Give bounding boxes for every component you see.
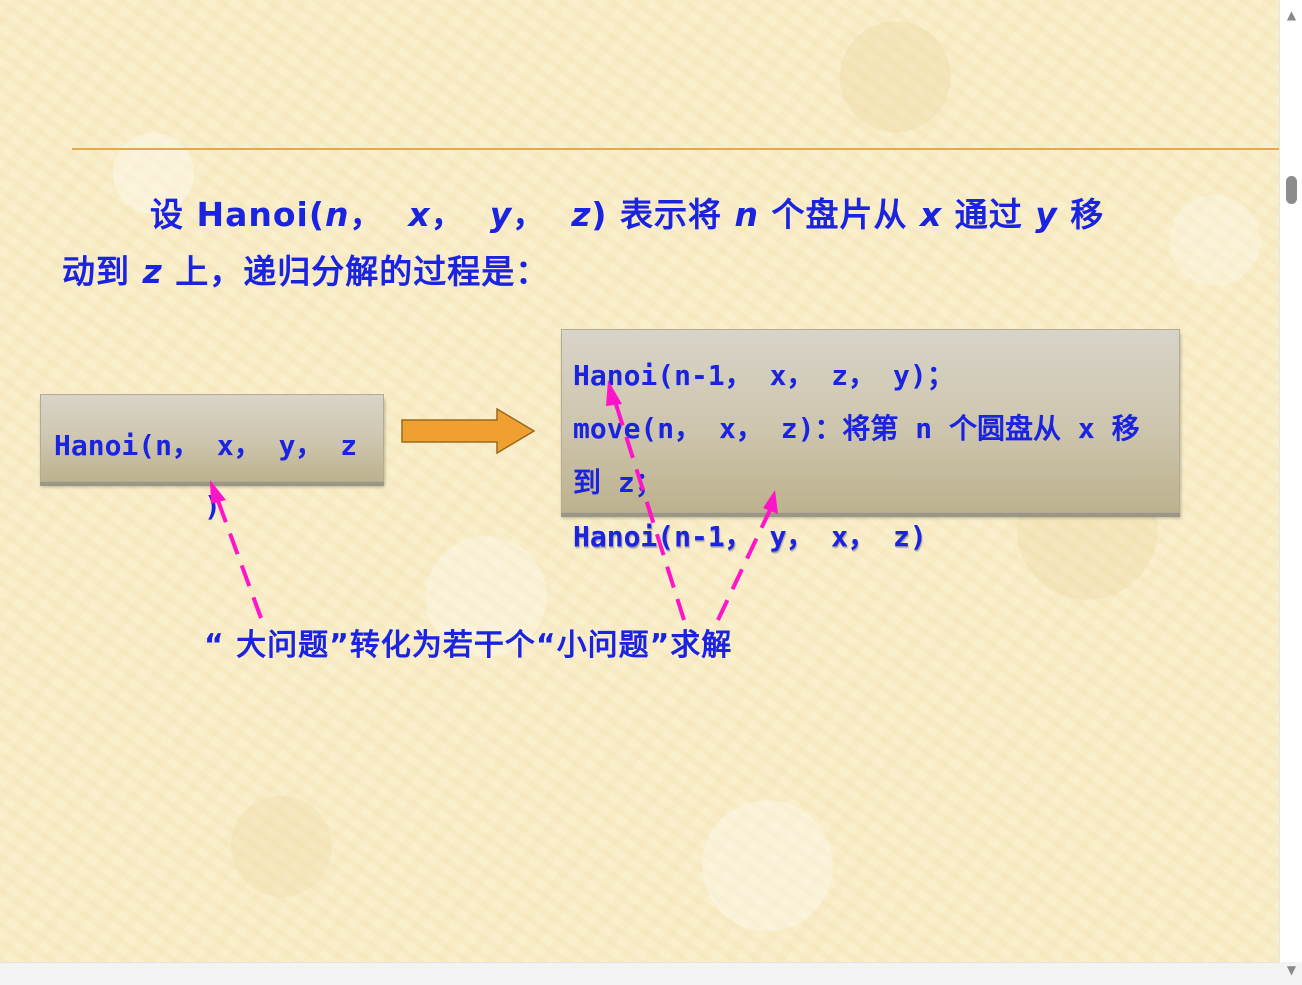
transform-arrow-icon	[401, 407, 536, 455]
sub-problem-line-1: Hanoi(n-1， x， z， y)；	[573, 359, 955, 392]
triangle-up-icon[interactable]: ▲	[1286, 8, 1297, 22]
scrollbar-thumb[interactable]	[1286, 176, 1297, 204]
title-divider	[72, 148, 1279, 150]
big-problem-closing-paren: )	[204, 490, 221, 523]
horizontal-scrollbar-track[interactable]	[0, 962, 1279, 985]
sub-problem-line-4: Hanoi(n-1， y， x， z)	[573, 520, 927, 553]
vertical-scrollbar[interactable]: ▲ ▼	[1279, 0, 1302, 977]
slide: 设 Hanoi(n， x， y， z) 表示将 n 个盘片从 x 通过 y 移动…	[0, 0, 1279, 962]
triangle-down-icon[interactable]: ▼	[1286, 963, 1297, 977]
big-problem-box	[40, 394, 384, 482]
intro-paragraph: 设 Hanoi(n， x， y， z) 表示将 n 个盘片从 x 通过 y 移动…	[62, 195, 1105, 291]
sub-problem-line-3: 到 z；	[573, 466, 663, 499]
sub-problem-line-2: move(n， x， z)：将第 n 个圆盘从 x 移	[573, 412, 1140, 445]
caption: “ 大问题”转化为若干个“小问题”求解	[204, 628, 733, 663]
big-problem-code: Hanoi(n， x， y， z	[54, 429, 358, 462]
